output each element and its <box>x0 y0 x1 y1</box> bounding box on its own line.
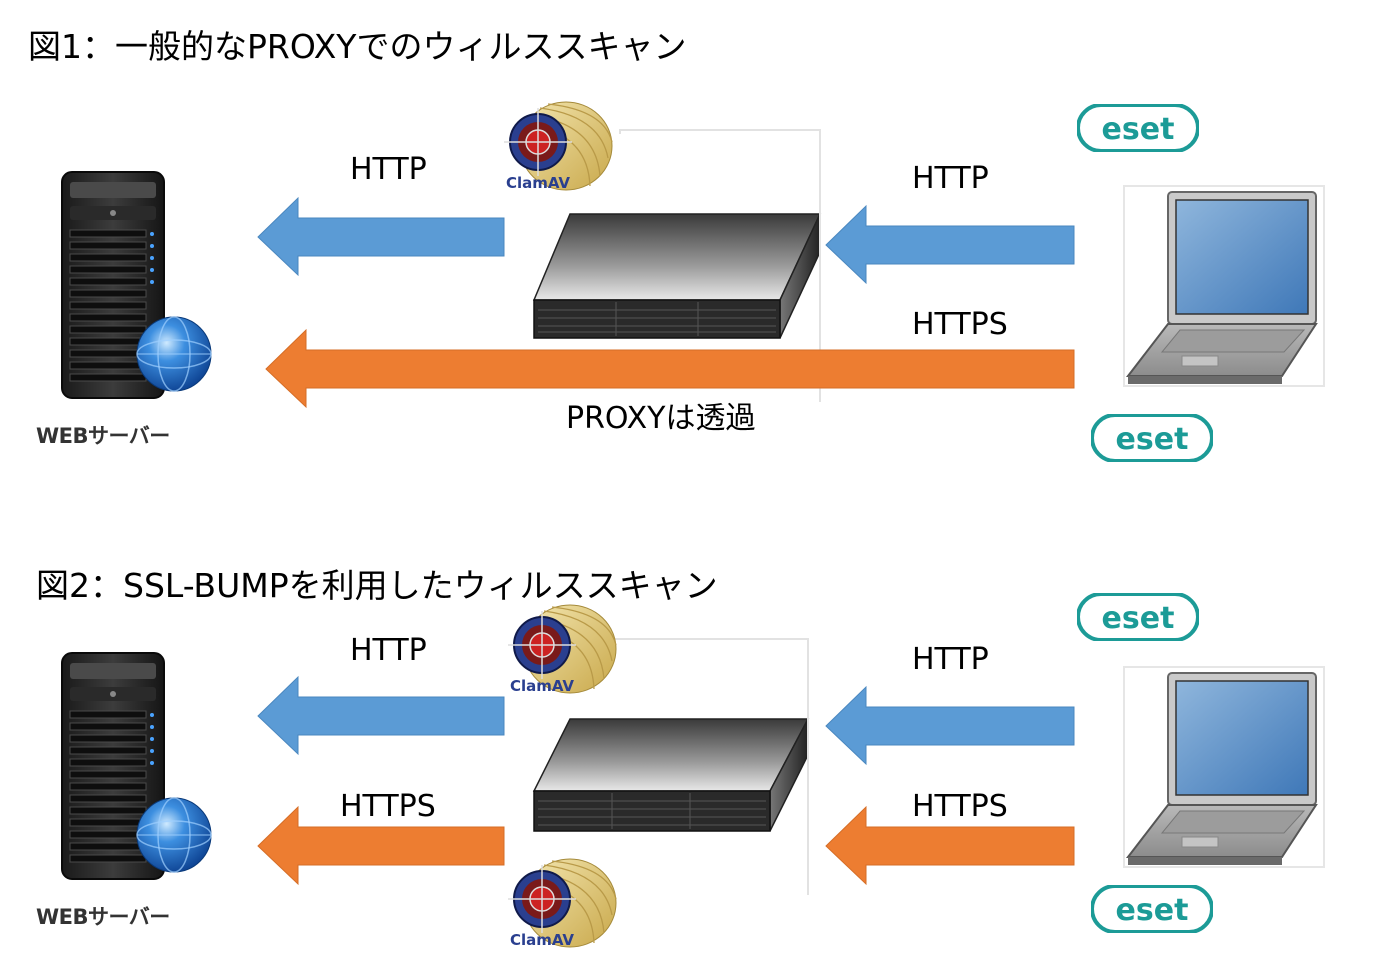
laptop-icon <box>1123 185 1325 387</box>
web-server-label: WEBサーバー <box>36 905 170 929</box>
proxy-frame <box>619 129 821 402</box>
clamav-logo-icon: ClamAV <box>508 858 617 949</box>
arrow-https-passthrough <box>265 328 1075 409</box>
arrow-label-http: HTTP <box>912 161 989 196</box>
clamav-logo-text: ClamAV <box>510 931 574 949</box>
eset-logo-icon: eset <box>1077 104 1199 152</box>
arrow-label-http: HTTP <box>350 633 427 668</box>
clamav-logo-icon: ClamAV <box>508 604 617 695</box>
eset-logo-text: eset <box>1102 601 1175 636</box>
eset-logo-icon: eset <box>1091 885 1213 933</box>
clamav-logo-text: ClamAV <box>510 677 574 695</box>
arrow-label-https: HTTPS <box>912 307 1008 342</box>
proxy-frame <box>609 638 809 895</box>
arrow-http-proxy-to-server <box>257 675 505 756</box>
laptop-icon <box>1123 666 1325 868</box>
eset-logo-text: eset <box>1116 893 1189 928</box>
eset-logo-icon: eset <box>1077 593 1199 641</box>
figure-2-heading: 図2：SSL-BUMPを利用したウィルススキャン <box>36 566 718 605</box>
figure-2: 図2：SSL-BUMPを利用したウィルススキャン WEBサーバー <box>0 481 1378 962</box>
proxy-server-icon <box>532 718 810 832</box>
arrow-https-proxy-to-server <box>257 805 505 886</box>
figure-1-heading: 図1：一般的なPROXYでのウィルススキャン <box>28 27 687 66</box>
arrow-http-client-to-proxy <box>825 685 1075 766</box>
web-server-icon <box>61 652 212 880</box>
arrow-http-proxy-to-server <box>257 196 505 277</box>
arrow-https-client-to-proxy <box>825 805 1075 886</box>
arrow-http-client-to-proxy <box>825 204 1075 285</box>
clamav-logo-text: ClamAV <box>506 174 570 192</box>
arrow-label-http: HTTP <box>350 152 427 187</box>
figure-1: 図1：一般的なPROXYでのウィルススキャン WEBサーバー <box>28 27 1325 462</box>
eset-logo-text: eset <box>1102 112 1175 147</box>
eset-logo-text: eset <box>1116 422 1189 457</box>
proxy-passthrough-note: PROXYは透過 <box>566 401 756 436</box>
arrow-label-https: HTTPS <box>340 789 436 824</box>
arrow-label-https: HTTPS <box>912 789 1008 824</box>
proxy-server-icon <box>532 213 822 339</box>
web-server-icon <box>61 171 212 399</box>
web-server-label: WEBサーバー <box>36 424 170 448</box>
arrow-label-http: HTTP <box>912 642 989 677</box>
clamav-logo-icon: ClamAV <box>504 101 613 192</box>
eset-logo-icon: eset <box>1091 414 1213 462</box>
